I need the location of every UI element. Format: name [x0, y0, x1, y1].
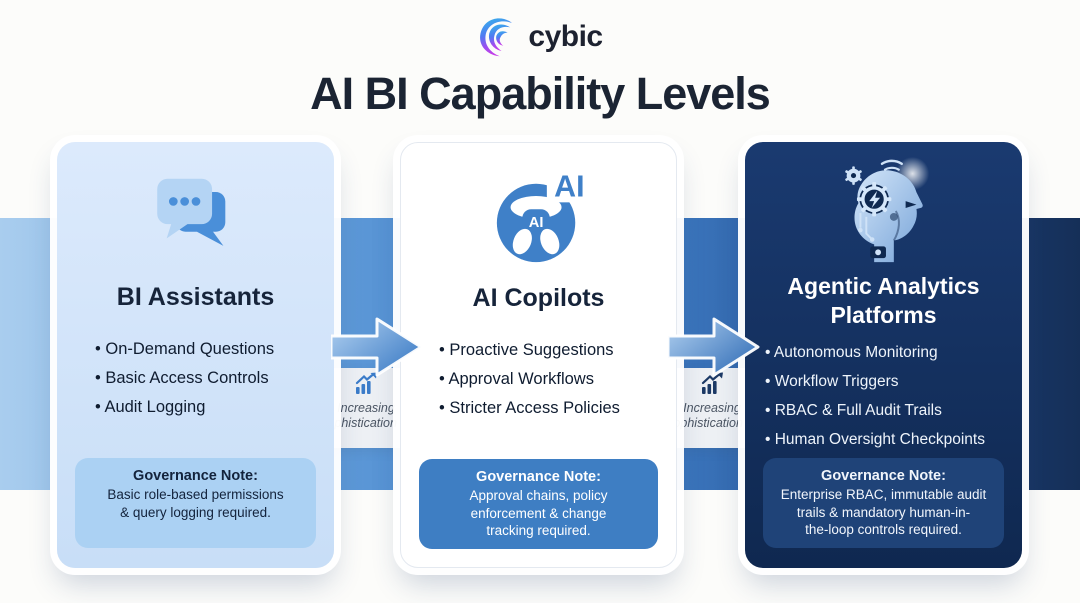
- page-title: AI BI Capability Levels: [310, 68, 771, 119]
- trend-chart-icon: [355, 372, 377, 394]
- governance-note-line: Approval chains, policy: [469, 488, 608, 503]
- card-agentic-analytics-platforms: Agentic Analytics Platforms Autonomous M…: [745, 142, 1022, 568]
- governance-note-line: Enterprise RBAC, immutable audit: [780, 487, 987, 502]
- governance-note-line: tracking required.: [486, 523, 591, 538]
- card-title: AI Copilots: [472, 284, 605, 312]
- governance-note: Governance Note: Enterprise RBAC, immuta…: [763, 458, 1004, 548]
- bullet-item: Proactive Suggestions: [439, 336, 676, 365]
- wheel-center-ai-label: AI: [528, 215, 543, 231]
- bullet-item: Stricter Access Policies: [439, 394, 676, 423]
- sophistication-text: Increasing: [683, 401, 741, 415]
- chat-bubbles-icon: [156, 178, 225, 246]
- governance-note-heading: Governance Note:: [476, 469, 601, 485]
- capability-list: On-Demand Questions Basic Access Control…: [57, 335, 334, 422]
- governance-note-line: trails & mandatory human-in-: [796, 504, 971, 520]
- governance-note-line: & query logging required.: [120, 504, 271, 520]
- sophistication-text: Sophistication →: [319, 416, 413, 430]
- card-title: BI Assistants: [116, 283, 275, 311]
- card-ai-copilots: AI AI AI Copilots Proactive Suggestions …: [400, 142, 677, 568]
- governance-note-heading: Governance Note:: [133, 468, 258, 484]
- card-bi-assistants: BI Assistants On-Demand Questions Basic …: [57, 142, 334, 568]
- card-title: Agentic Analytics Platforms: [787, 273, 980, 328]
- arrow-right-icon: [668, 317, 760, 377]
- governance-note-line: enforcement & change: [470, 505, 607, 521]
- card-icon-wrap: [144, 162, 248, 274]
- bullet-item: Workflow Triggers: [765, 367, 1022, 396]
- brand-wave-icon: [480, 18, 513, 57]
- governance-note: Governance Note: Basic role-based permis…: [75, 458, 316, 548]
- governance-note-heading: Governance Note:: [821, 468, 946, 484]
- bullet-item: Autonomous Monitoring: [765, 338, 1022, 367]
- wheel-top-ai-label: AI: [554, 170, 584, 203]
- bullet-item: Approval Workflows: [439, 365, 676, 394]
- card-icon-wrap: AI AI: [485, 163, 593, 275]
- sophistication-label-1: Increasing Sophistication →: [318, 368, 414, 448]
- sophistication-label-2: Increasing Sophistication →: [664, 368, 760, 448]
- bullet-item: Basic Access Controls: [95, 364, 334, 393]
- bullet-item: Human Oversight Checkpoints: [765, 425, 1022, 454]
- bullet-item: Audit Logging: [95, 393, 334, 422]
- governance-note-line: Basic role-based permissions: [107, 487, 284, 502]
- governance-note: Governance Note: Approval chains, policy…: [419, 459, 658, 549]
- bullet-item: RBAC & Full Audit Trails: [765, 396, 1022, 425]
- capability-list: Proactive Suggestions Approval Workflows…: [401, 336, 676, 423]
- arrow-right-icon: [331, 317, 423, 377]
- sophistication-text: Increasing: [337, 401, 395, 415]
- bullet-item: On-Demand Questions: [95, 335, 334, 364]
- brand-name: cybic: [528, 20, 603, 53]
- steering-wheel-ai-icon: AI AI: [496, 170, 592, 263]
- capability-list: Autonomous Monitoring Workflow Triggers …: [745, 338, 1022, 454]
- governance-note-line: the-loop controls required.: [805, 522, 962, 537]
- sophistication-text: Sophistication →: [665, 416, 759, 430]
- card-icon-wrap: [825, 152, 943, 268]
- ai-head-gears-icon: [844, 156, 929, 263]
- brand-logo: cybic: [0, 14, 1080, 60]
